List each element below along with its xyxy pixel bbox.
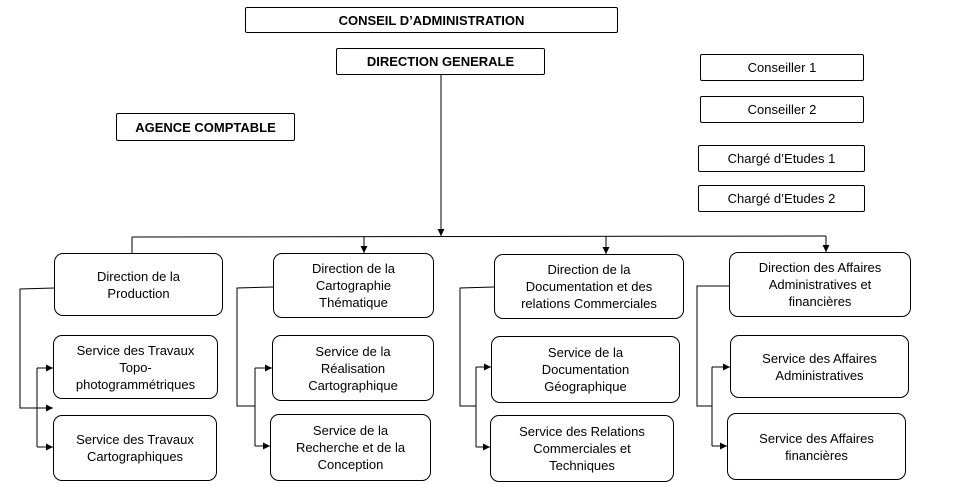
study-officer-box: Chargé d’Etudes 2 — [698, 185, 865, 212]
service-box: Service des Affaires Administratives — [730, 335, 909, 398]
direction-box-cartography: Direction de la Cartographie Thématique — [273, 253, 434, 318]
directions-bus — [131, 235, 827, 238]
general-direction-box: DIRECTION GENERALE — [336, 48, 545, 75]
service-box: Service des Affaires financières — [727, 413, 906, 480]
direction-box-production: Direction de la Production — [54, 253, 223, 316]
service-box: Service des Relations Commerciales et Te… — [490, 415, 674, 482]
service-box: Service de la Recherche et de la Concept… — [270, 414, 431, 481]
direction-box-documentation: Direction de la Documentation et des rel… — [494, 254, 684, 319]
bracket-direction-4 — [696, 285, 729, 407]
service-box: Service des Travaux Topo-photogrammétriq… — [53, 335, 218, 399]
bracket-direction-2 — [236, 286, 274, 407]
board-box: CONSEIL D’ADMINISTRATION — [245, 7, 618, 33]
service-box: Service des Travaux Cartographiques — [53, 415, 217, 481]
direction-box-admin-finance: Direction des Affaires Administratives e… — [729, 252, 911, 317]
accounting-agency-box: AGENCE COMPTABLE — [116, 113, 295, 141]
bracket-direction-3 — [459, 286, 495, 407]
advisor-box: Conseiller 2 — [700, 96, 864, 123]
service-box: Service de la Réalisation Cartographique — [272, 335, 434, 401]
study-officer-box: Chargé d’Etudes 1 — [698, 145, 865, 172]
advisor-box: Conseiller 1 — [700, 54, 864, 81]
bracket-direction-1 — [19, 287, 55, 409]
service-box: Service de la Documentation Géographique — [491, 336, 680, 403]
